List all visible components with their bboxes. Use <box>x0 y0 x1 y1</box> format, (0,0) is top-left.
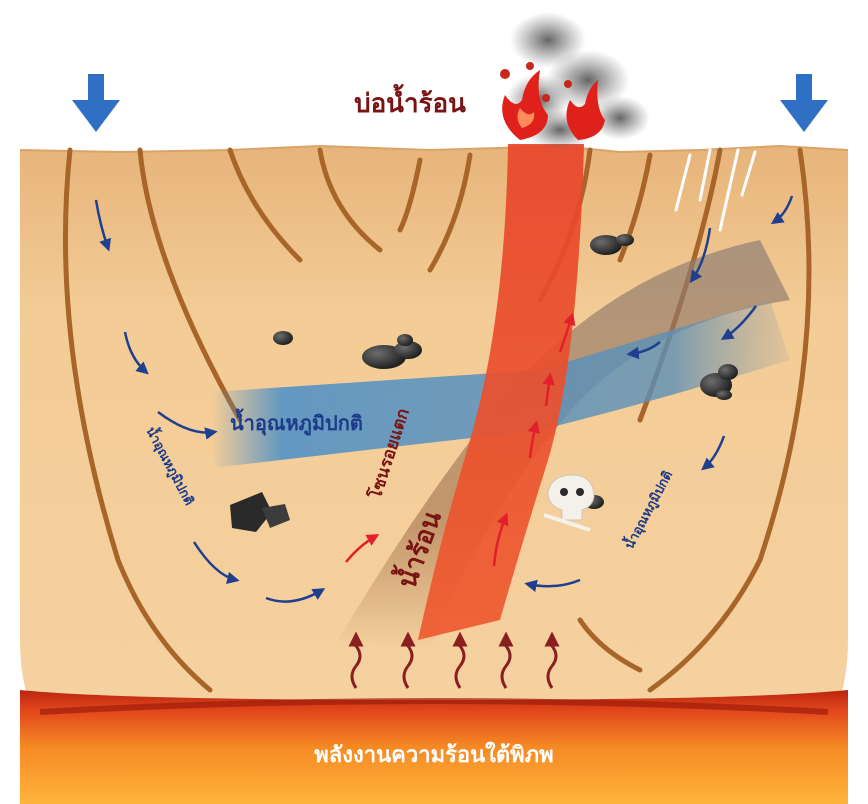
hot-spring-label: บ่อน้ำร้อน <box>354 83 466 119</box>
inflow-arrow-icon <box>72 74 120 132</box>
geothermal-energy-label: พลังงานความร้อนใต้พิภพ <box>314 741 553 768</box>
inflow-arrow-icon <box>780 74 828 132</box>
normal-water-center-label: น้ำอุณหภูมิปกติ <box>230 408 363 437</box>
earth-cross-section <box>20 146 848 790</box>
